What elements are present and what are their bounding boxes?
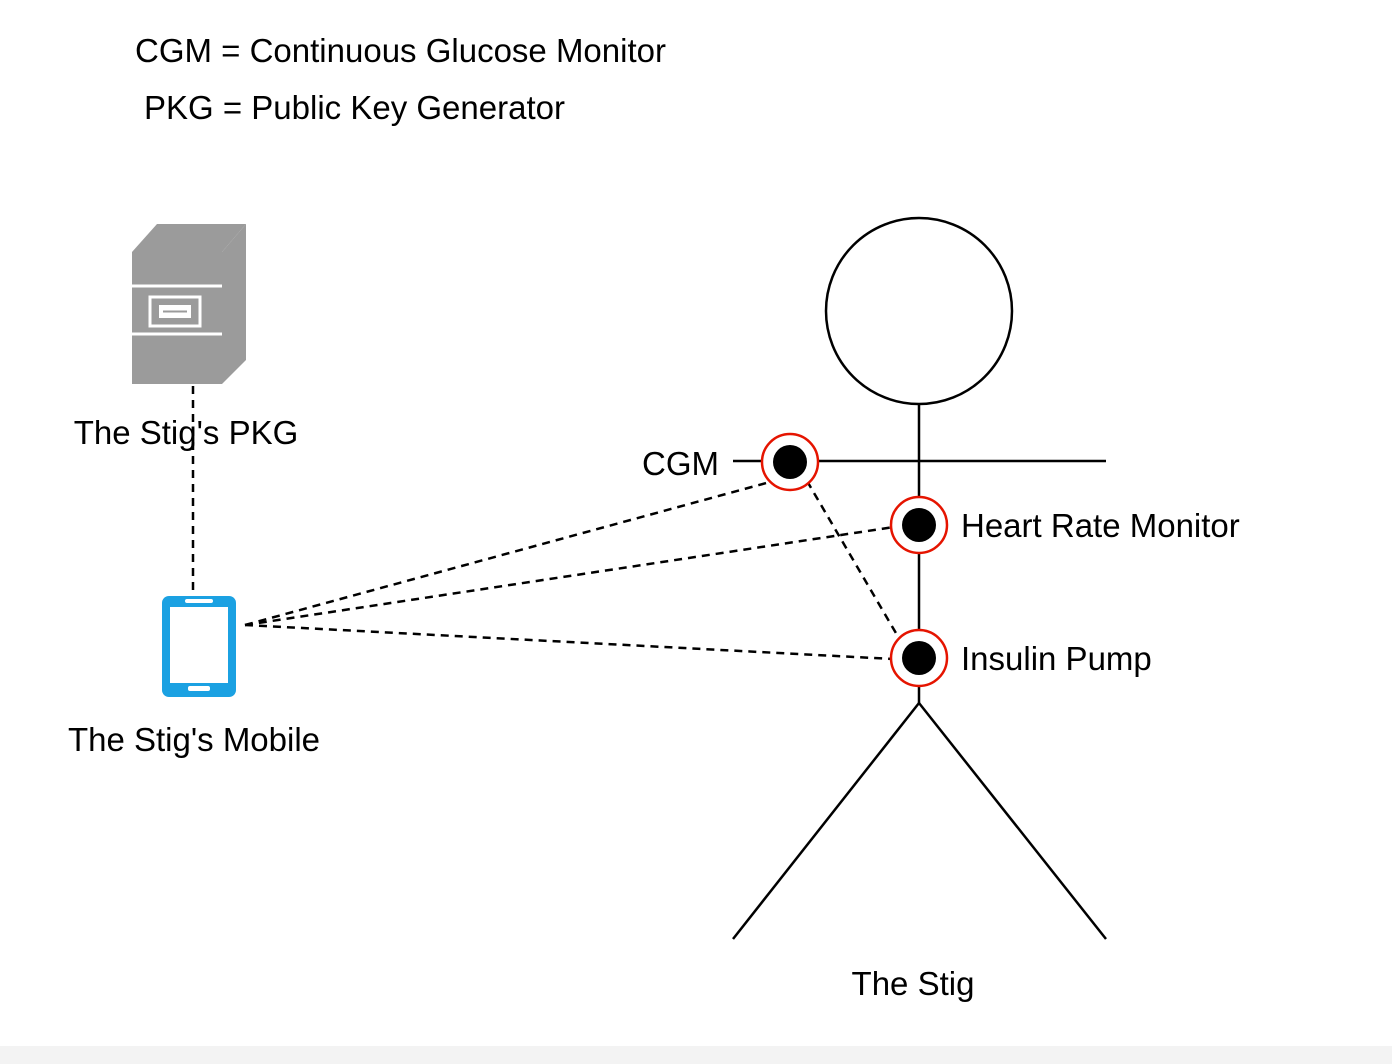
stick-figure-head bbox=[824, 216, 1014, 406]
cgm-device-icon bbox=[760, 432, 820, 492]
bottom-edge bbox=[0, 1046, 1392, 1064]
smartphone-icon bbox=[162, 596, 236, 697]
cgm-insulin-pump-connection bbox=[805, 480, 902, 641]
mobile-insulin-pump-connection bbox=[244, 623, 894, 661]
heart-rate-monitor-icon bbox=[889, 495, 949, 555]
server-icon bbox=[132, 224, 246, 384]
mobile-cgm-connection bbox=[244, 480, 771, 627]
pkg-label: The Stig's PKG bbox=[74, 414, 299, 451]
person-label: The Stig bbox=[852, 965, 975, 1002]
mobile-label: The Stig's Mobile bbox=[68, 721, 320, 758]
legend-pkg: PKG = Public Key Generator bbox=[144, 89, 565, 126]
insulin-pump-icon bbox=[889, 628, 949, 688]
connections bbox=[191, 386, 902, 661]
cgm-label: CGM bbox=[642, 445, 719, 482]
mobile-heart-rate-connection bbox=[244, 525, 895, 627]
legend-cgm: CGM = Continuous Glucose Monitor bbox=[135, 32, 666, 69]
insulin-pump-label: Insulin Pump bbox=[961, 640, 1152, 677]
heart-rate-monitor-label: Heart Rate Monitor bbox=[961, 507, 1240, 544]
stick-figure-icon bbox=[732, 216, 1107, 940]
stick-figure-right-leg bbox=[918, 702, 1107, 940]
stick-figure-left-leg bbox=[732, 702, 920, 940]
